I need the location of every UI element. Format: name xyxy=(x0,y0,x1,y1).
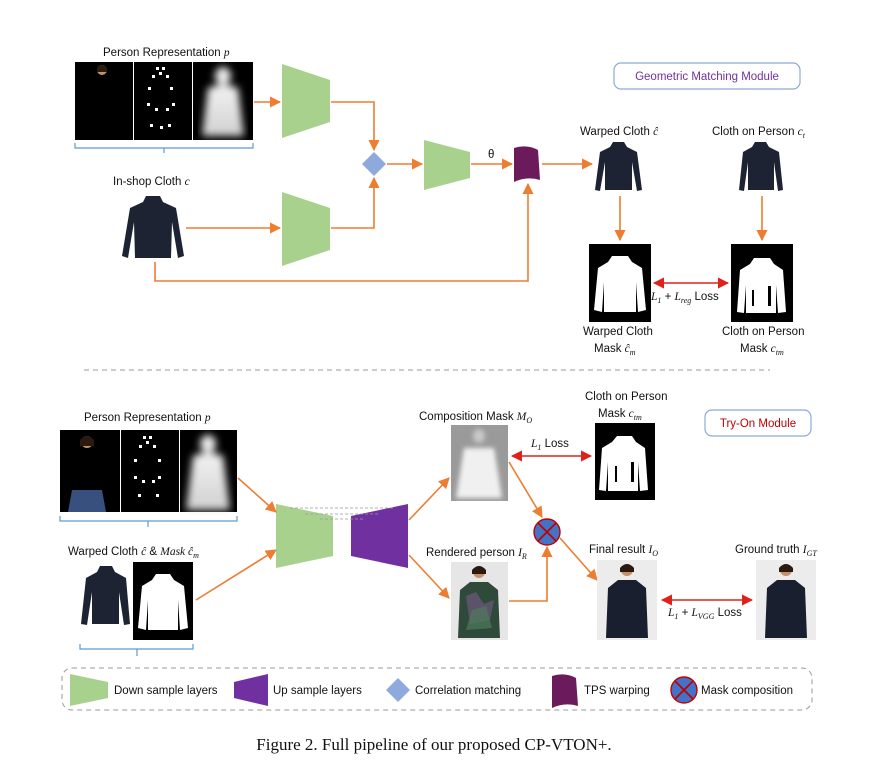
tom-final-label: Final result IO xyxy=(589,544,658,558)
gmm-cloth-on-person-label: Cloth on Person ct xyxy=(712,126,806,140)
legend-down-label: Down sample layers xyxy=(114,685,218,697)
tom-comp-mask-label: Composition Mask MO xyxy=(419,411,532,425)
tom-title-box xyxy=(704,409,812,437)
gmm-cop-mask-shape xyxy=(737,258,786,313)
tom-gt-label: Ground truth IGT xyxy=(735,544,817,558)
tom-rendered-label: Rendered person IR xyxy=(426,547,527,561)
gmm-theta: θ xyxy=(488,149,494,161)
gmm-warped-mask-label-1: Warped Cloth xyxy=(583,326,653,338)
legend-corr-label: Correlation matching xyxy=(415,685,521,697)
gmm-encoder-bottom xyxy=(282,192,330,266)
tom-warped-label: Warped Cloth ĉ & Mask ĉm xyxy=(68,546,199,560)
legend-tps-label: TPS warping xyxy=(584,685,650,697)
tom-section: Person Representation p Warped C xyxy=(59,391,817,656)
legend-corr-icon xyxy=(386,678,410,702)
gmm-warped-mask-shape xyxy=(594,256,646,312)
gmm-cloth-on-person-image xyxy=(739,142,783,191)
gmm-correlation-diamond xyxy=(362,152,386,176)
figure-caption: Figure 2. Full pipeline of our proposed … xyxy=(256,735,611,754)
gmm-warped-cloth-label: Warped Cloth ĉ xyxy=(580,126,659,138)
tom-cop-mask-label-2: Mask ctm xyxy=(598,408,642,422)
gmm-inshop-label: In-shop Cloth c xyxy=(113,176,190,188)
gmm-pose-keypoints xyxy=(147,67,175,129)
gmm-section: Person Representation p xyxy=(74,47,806,357)
gmm-cop-mask-label-1: Cloth on Person xyxy=(722,326,804,338)
legend-up-icon xyxy=(234,674,268,706)
gmm-person-rep-panels xyxy=(75,62,253,140)
tom-encoder xyxy=(276,504,333,568)
gmm-title-box xyxy=(613,62,801,90)
gmm-head-panel xyxy=(75,62,133,140)
gmm-title: Geometric Matching Module xyxy=(635,71,779,83)
legend: Down sample layers Up sample layers Corr… xyxy=(61,667,813,711)
gmm-tps-warp xyxy=(514,146,540,182)
legend-tps-icon xyxy=(552,674,578,708)
legend-down-icon xyxy=(70,674,108,706)
tom-person-rep-panels xyxy=(60,430,237,512)
gmm-person-rep-label: Person Representation p xyxy=(103,47,230,59)
tom-vgg-loss-label: L1 + LVGG Loss xyxy=(667,607,742,621)
tom-head-panel-legs xyxy=(68,490,106,512)
tom-cop-mask-label-1: Cloth on Person xyxy=(585,391,667,403)
tom-pose-keypoints xyxy=(134,436,161,497)
legend-mask-label: Mask composition xyxy=(701,685,793,697)
legend-up-label: Up sample layers xyxy=(273,685,362,697)
tom-gt-person-image xyxy=(765,564,807,638)
tom-l1-loss-label: L1 Loss xyxy=(530,438,569,452)
tom-warped-mask-shape xyxy=(138,574,188,630)
gmm-warped-cloth-image xyxy=(595,142,642,191)
gmm-inshop-cloth-image xyxy=(122,196,184,258)
tom-pose-panel xyxy=(121,430,179,512)
gmm-loss-label: L1 + Lreg Loss xyxy=(650,291,719,305)
tom-person-rep-label: Person Representation p xyxy=(84,412,211,424)
gmm-cop-mask-label-2: Mask ctm xyxy=(740,343,784,357)
tom-final-person-image xyxy=(606,564,648,638)
gmm-encoder-top xyxy=(282,64,330,138)
tom-rendered-person-image xyxy=(458,566,500,638)
tom-warped-cloth-image xyxy=(81,566,130,625)
tom-cop-mask-shape xyxy=(599,436,648,491)
tom-decoder xyxy=(351,504,408,568)
gmm-regression-encoder xyxy=(424,140,470,190)
gmm-warped-mask-label-2: Mask ĉm xyxy=(594,343,636,357)
tom-title: Try-On Module xyxy=(720,418,796,430)
